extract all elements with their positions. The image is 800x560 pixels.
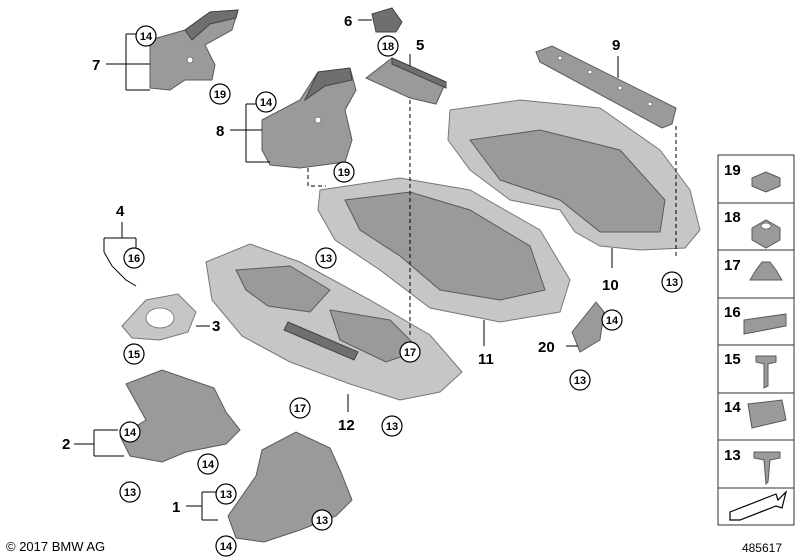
part-label-20: 20 (538, 339, 555, 356)
svg-text:19: 19 (338, 167, 350, 179)
part-5-illustration (365, 57, 447, 105)
svg-text:14: 14 (140, 31, 153, 43)
part-label-8: 8 (216, 123, 224, 140)
legend-number: 15 (724, 351, 741, 368)
svg-text:14: 14 (260, 97, 273, 109)
nut-icon (751, 171, 781, 193)
part-label-9: 9 (612, 37, 620, 54)
part-2-illustration (119, 369, 241, 463)
callout: 14 (601, 309, 623, 331)
part-9-illustration (535, 45, 677, 129)
part-12-illustration (205, 243, 463, 401)
legend-number: 16 (724, 304, 741, 321)
svg-text:13: 13 (666, 277, 678, 289)
svg-text:13: 13 (316, 515, 328, 527)
part-label-11: 11 (478, 351, 494, 368)
callout: 17 (289, 397, 311, 419)
callout: 18 (377, 35, 399, 57)
part-6-illustration (371, 7, 403, 33)
svg-text:13: 13 (386, 421, 398, 433)
callout: 13 (311, 509, 333, 531)
legend-number: 13 (724, 447, 741, 464)
callout: 13 (215, 483, 237, 505)
part-labels: 1 2 3 4 5 6 7 8 9 10 11 12 20 (62, 13, 620, 516)
direction-arrow-icon (729, 490, 788, 521)
legend-number: 18 (724, 209, 741, 226)
callouts: 14 19 14 19 18 13 16 15 17 17 13 13 14 1… (119, 25, 683, 557)
svg-text:13: 13 (124, 487, 136, 499)
part-4-illustration (103, 251, 137, 287)
screw-icon (755, 355, 777, 389)
svg-text:16: 16 (128, 253, 140, 265)
callout: 14 (197, 453, 219, 475)
fastener-legend: 19 18 17 16 15 14 13 (717, 154, 795, 526)
svg-text:14: 14 (220, 541, 233, 553)
legend-number: 14 (724, 399, 741, 416)
part-label-7: 7 (92, 57, 100, 74)
callout: 13 (315, 247, 337, 269)
diagram-id: 485617 (741, 541, 782, 555)
clip-nut-icon (743, 313, 787, 335)
part-label-1: 1 (172, 499, 180, 516)
svg-text:19: 19 (214, 89, 226, 101)
svg-text:14: 14 (202, 459, 215, 471)
part-label-6: 6 (344, 13, 352, 30)
part-8-illustration (261, 67, 357, 169)
svg-text:17: 17 (404, 347, 416, 359)
svg-text:14: 14 (606, 315, 619, 327)
part-7-illustration (149, 9, 239, 91)
part-11-illustration (317, 177, 571, 323)
svg-text:18: 18 (382, 41, 394, 53)
svg-text:17: 17 (294, 403, 306, 415)
part-label-4: 4 (116, 203, 125, 220)
spring-nut-icon (747, 399, 787, 429)
part-3-illustration (121, 293, 197, 341)
flange-nut-icon (749, 261, 783, 281)
part-label-12: 12 (338, 417, 355, 434)
callout: 16 (123, 247, 145, 269)
callout: 14 (135, 25, 157, 47)
part-label-10: 10 (602, 277, 619, 294)
self-tapping-screw-icon (753, 451, 781, 486)
callout: 19 (333, 161, 355, 183)
callout: 14 (255, 91, 277, 113)
callout: 17 (399, 341, 421, 363)
part-10-illustration (447, 99, 701, 251)
svg-text:15: 15 (128, 349, 140, 361)
copyright-text: © 2017 BMW AG (6, 539, 106, 554)
hex-nut-icon (751, 219, 781, 249)
callout: 13 (381, 415, 403, 437)
callout: 15 (123, 343, 145, 365)
callout: 13 (661, 271, 683, 293)
svg-text:13: 13 (220, 489, 232, 501)
callout: 14 (119, 421, 141, 443)
leader-lines (74, 19, 677, 521)
part-20-illustration (571, 301, 605, 353)
callout: 13 (119, 481, 141, 503)
part-label-2: 2 (62, 436, 70, 453)
callout: 14 (215, 535, 237, 557)
legend-number: 17 (724, 257, 741, 274)
part-label-3: 3 (212, 318, 220, 335)
callout: 19 (209, 83, 231, 105)
part-1-illustration (227, 431, 353, 543)
svg-text:14: 14 (124, 427, 137, 439)
svg-text:13: 13 (320, 253, 332, 265)
callout: 13 (569, 369, 591, 391)
part-label-5: 5 (416, 37, 424, 54)
legend-number: 19 (724, 162, 741, 179)
svg-text:13: 13 (574, 375, 586, 387)
